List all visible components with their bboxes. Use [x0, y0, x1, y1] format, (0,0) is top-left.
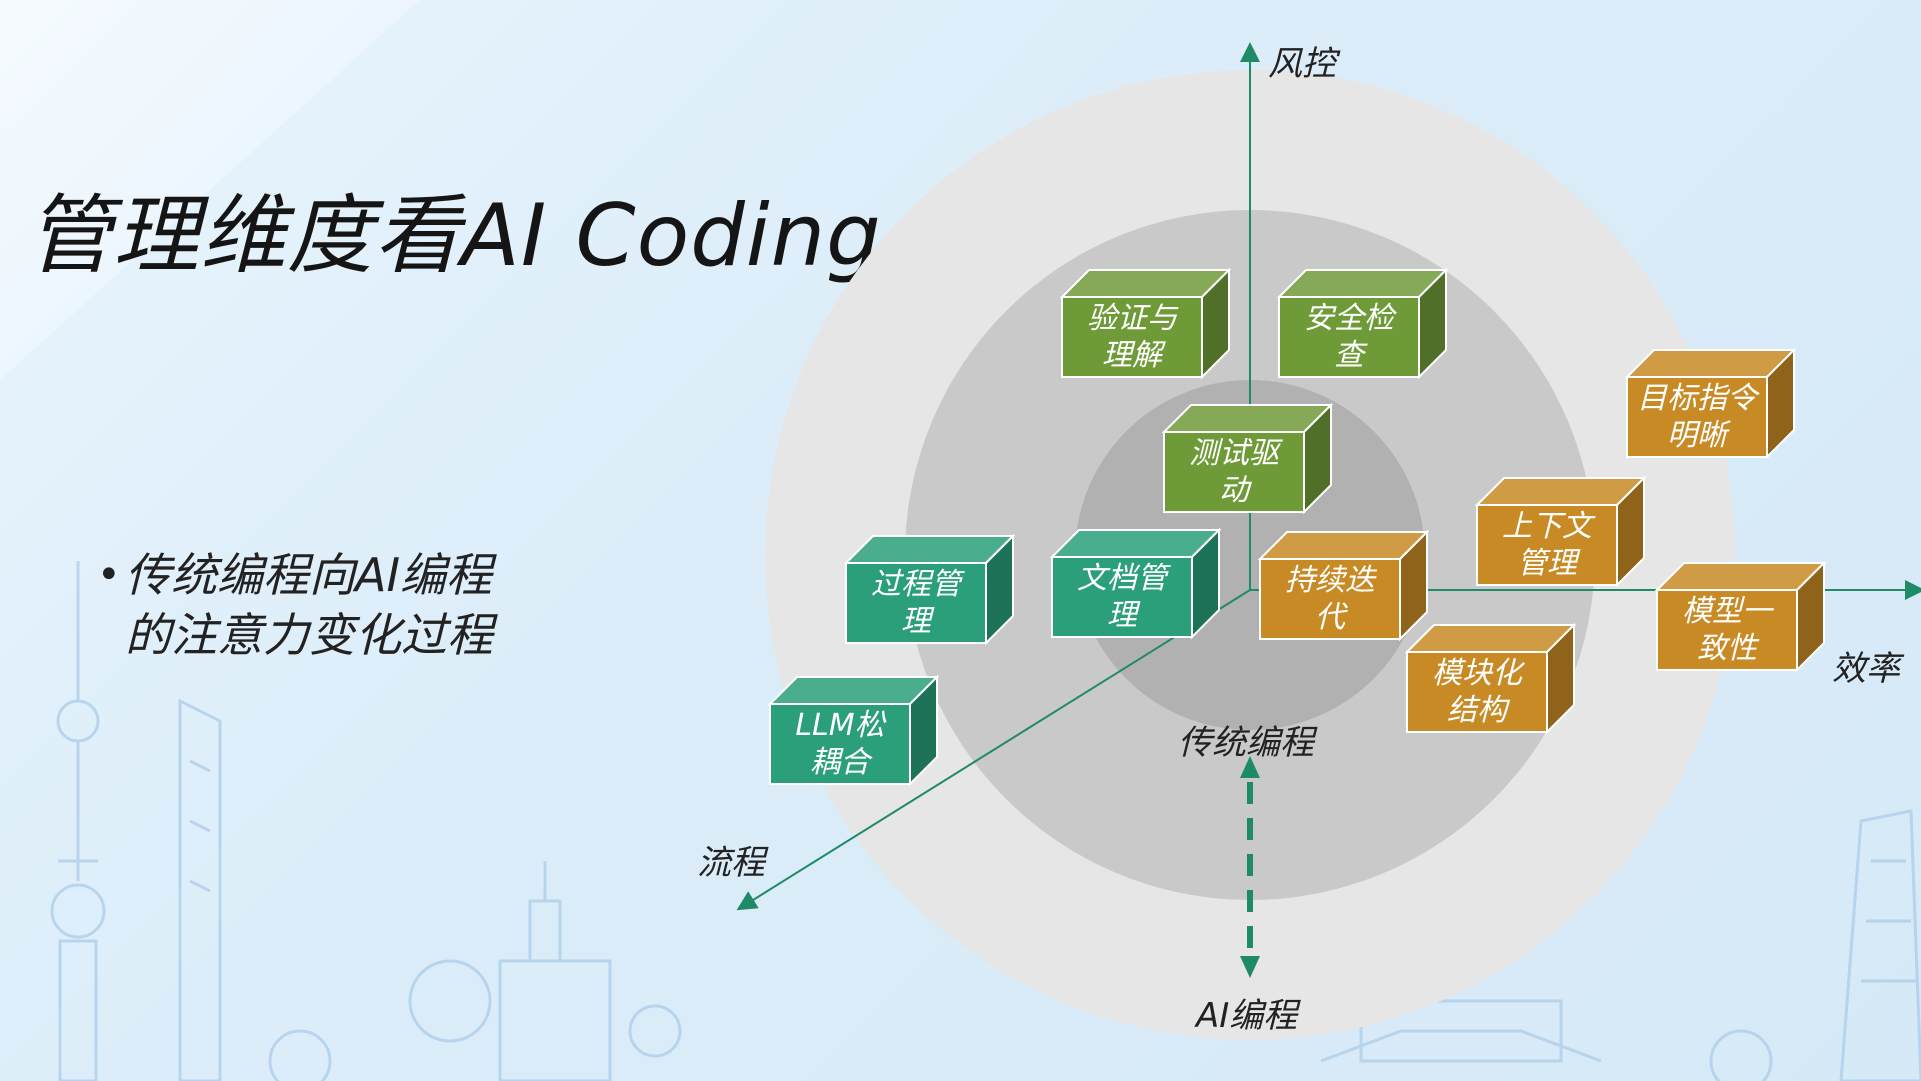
box-docs — [1049, 527, 1222, 640]
box-label-line2: 结构 — [1447, 693, 1507, 728]
box-top-face — [767, 676, 940, 705]
box-front-face — [1259, 558, 1401, 640]
box-label-context: 上下文管理 — [1477, 505, 1617, 585]
bullet-line-2: 的注意力变化过程 — [125, 608, 493, 662]
box-front-face — [1406, 651, 1548, 733]
axis-down-left — [736, 589, 1251, 911]
box-label-line1: LLM松 — [795, 708, 885, 743]
axis-label-process: 流程 — [697, 843, 765, 883]
box-front-face — [1163, 431, 1305, 513]
slide-title: 管理维度看AI Coding — [26, 186, 882, 286]
box-top-face — [1059, 269, 1232, 298]
bullet-line-1: 传统编程向AI编程 — [125, 548, 493, 602]
box-top-face — [1161, 404, 1334, 433]
box-label-tdd: 测试驱动 — [1164, 432, 1304, 512]
box-top-face — [1654, 562, 1827, 591]
box-front-face — [1626, 376, 1768, 458]
box-process — [843, 533, 1016, 646]
box-verify — [1059, 267, 1232, 380]
box-top-face — [1404, 624, 1577, 653]
box-top-face — [1049, 529, 1222, 558]
box-label-line1: 过程管 — [871, 567, 961, 602]
box-label-line2: 致性 — [1697, 631, 1757, 666]
box-front-face — [1051, 556, 1193, 638]
box-label-docs: 文档管理 — [1052, 557, 1192, 637]
box-label-line2: 理 — [1107, 598, 1137, 633]
bullet-dot-icon: • — [97, 552, 121, 598]
box-label-line1: 上下文 — [1502, 509, 1592, 544]
box-top-face — [1624, 349, 1797, 378]
box-iterate — [1257, 529, 1430, 642]
box-goal — [1624, 347, 1797, 460]
bullet-point: • 传统编程向AI编程 的注意力变化过程 — [97, 545, 645, 665]
box-label-llm: LLM松耦合 — [770, 704, 910, 784]
box-context — [1474, 475, 1647, 588]
box-modular — [1404, 622, 1577, 735]
box-tdd — [1161, 402, 1334, 515]
axis-label-risk: 风控 — [1268, 44, 1336, 84]
box-front-face — [1278, 296, 1420, 378]
box-label-iterate: 持续迭代 — [1260, 559, 1400, 639]
box-label-line2: 理 — [901, 604, 931, 639]
box-llm — [767, 674, 940, 787]
city-skyline-right — [1321, 809, 1921, 1081]
box-label-line1: 模型一 — [1682, 594, 1772, 629]
box-label-goal: 目标指令明晰 — [1627, 377, 1767, 457]
box-label-line2: 明晰 — [1667, 418, 1727, 453]
box-label-line1: 验证与 — [1087, 301, 1177, 336]
box-label-verify: 验证与理解 — [1062, 297, 1202, 377]
box-label-line1: 持续迭 — [1285, 563, 1375, 598]
box-front-face — [1476, 504, 1618, 586]
box-label-modular: 模块化结构 — [1407, 652, 1547, 732]
box-label-model: 模型一致性 — [1657, 590, 1797, 670]
box-security — [1276, 267, 1449, 380]
box-top-face — [1276, 269, 1449, 298]
box-label-security: 安全检查 — [1279, 297, 1419, 377]
box-label-line1: 文档管 — [1077, 561, 1167, 596]
axis-label-efficiency: 效率 — [1832, 649, 1900, 689]
box-label-line2: 理解 — [1102, 338, 1162, 373]
box-front-face — [769, 703, 911, 785]
label-traditional-coding: 传统编程 — [1178, 723, 1314, 763]
box-front-face — [845, 562, 987, 644]
box-label-line2: 动 — [1219, 473, 1249, 508]
box-model — [1654, 560, 1827, 673]
box-label-line1: 模块化 — [1432, 656, 1522, 691]
box-label-line1: 安全检 — [1304, 301, 1394, 336]
box-front-face — [1061, 296, 1203, 378]
box-label-process: 过程管理 — [846, 563, 986, 643]
box-top-face — [843, 535, 1016, 564]
box-label-line2: 管理 — [1517, 546, 1577, 581]
arrow-up-head-icon — [1240, 756, 1260, 778]
box-label-line1: 目标指令 — [1637, 381, 1757, 416]
box-top-face — [1474, 477, 1647, 506]
box-label-line2: 耦合 — [810, 745, 870, 780]
box-front-face — [1656, 589, 1798, 671]
arrow-down-head-icon — [1240, 956, 1260, 978]
box-label-line2: 查 — [1334, 338, 1364, 373]
box-label-line2: 代 — [1315, 600, 1345, 635]
city-skyline-left — [50, 561, 682, 1081]
box-top-face — [1257, 531, 1430, 560]
label-ai-coding: AI编程 — [1196, 996, 1298, 1036]
box-label-line1: 测试驱 — [1189, 436, 1279, 471]
